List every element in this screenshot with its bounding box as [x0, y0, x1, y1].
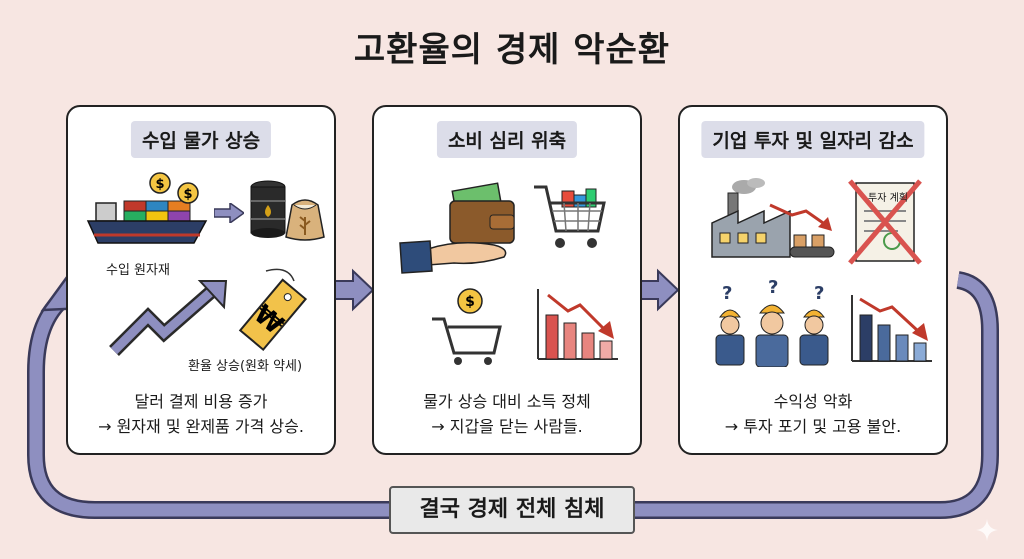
panel-investment-jobs: 기업 투자 및 일자리 감소 투자 계획 ? ? ? — [678, 105, 948, 455]
svg-text:?: ? — [722, 283, 732, 304]
svg-text:?: ? — [768, 277, 778, 298]
panel-heading: 소비 심리 위축 — [436, 121, 578, 158]
won-price-tag-icon: ₩ — [238, 268, 308, 352]
factory-declining-icon — [711, 178, 835, 258]
loop-outcome-label: 결국 경제 전체 침체 — [389, 486, 635, 534]
wallet-hand-icon — [399, 182, 515, 274]
sparkle-icon — [976, 519, 998, 541]
svg-text:$: $ — [183, 187, 192, 202]
falling-bar-chart-icon — [851, 295, 932, 362]
arrow-right-icon — [332, 268, 375, 312]
panel-import-prices: 수입 물가 상승 $ $ 수입 원자재 — [66, 105, 336, 455]
arrow-right-icon — [214, 203, 244, 223]
panel-caption: 물가 상승 대비 소득 정체 → 지갑을 닫는 사람들. — [374, 389, 640, 439]
rising-trend-arrow-icon — [109, 280, 228, 356]
empty-cart-coin-icon: $ — [432, 288, 502, 365]
falling-bar-chart-icon — [537, 289, 618, 360]
caption-line: 달러 결제 비용 증가 — [134, 392, 268, 411]
investment-plan-doc-label: 투자 계획 — [868, 193, 908, 204]
oil-barrel-icon — [250, 180, 286, 238]
panel-caption: 수익성 악화 → 투자 포기 및 고용 불안. — [680, 389, 946, 439]
arrow-right-icon — [637, 268, 680, 312]
cancelled-investment-plan-icon — [848, 179, 922, 265]
caption-line: → 투자 포기 및 고용 불안. — [724, 417, 902, 436]
panel-caption: 달러 결제 비용 증가 → 원자재 및 완제품 가격 상승. — [68, 389, 334, 439]
svg-text:$: $ — [465, 294, 475, 310]
panel-heading: 수입 물가 상승 — [130, 121, 272, 158]
page-title: 고환율의 경제 악순환 — [353, 30, 671, 70]
grain-sack-icon — [285, 199, 325, 241]
panel-heading: 기업 투자 및 일자리 감소 — [701, 121, 925, 158]
panel-consumer-sentiment: 소비 심리 위축 $ 물가 상승 대비 소득 정체 → 지갑을 닫는 사 — [372, 105, 642, 455]
cargo-ship-icon: $ $ — [86, 172, 208, 244]
caption-line: → 지갑을 닫는 사람들. — [431, 417, 583, 436]
svg-text:$: $ — [155, 177, 164, 192]
worried-workers-icon: ? ? ? — [715, 277, 829, 367]
shopping-cart-full-icon — [534, 185, 606, 248]
svg-text:?: ? — [814, 283, 824, 304]
caption-line: 물가 상승 대비 소득 정체 — [423, 392, 591, 411]
exchange-rate-rise-label: 환율 상승(원화 약세) — [188, 359, 303, 374]
caption-line: 수익성 악화 — [773, 392, 853, 411]
caption-line: → 원자재 및 완제품 가격 상승. — [98, 417, 304, 436]
imported-materials-label: 수입 원자재 — [106, 263, 170, 278]
